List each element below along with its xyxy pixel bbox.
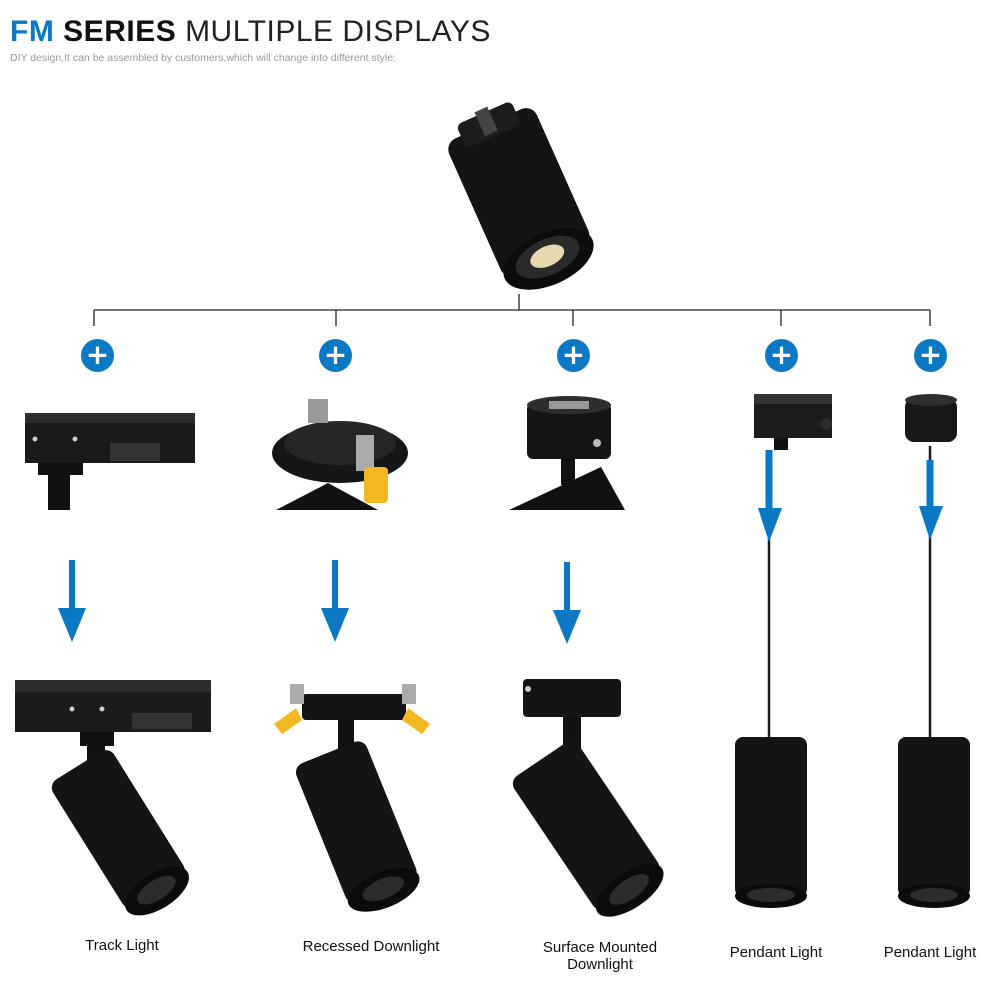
page-title: FM SERIES MULTIPLE DISPLAYS [10,14,491,50]
surface-downlight-image [512,679,664,917]
pendant-cord-arrow-icon [919,446,943,738]
track-light-image [15,680,211,916]
plus-icon: + [319,339,352,372]
pendant-light-image [735,737,807,908]
pendant-light-image [898,737,970,908]
product-label-track-light: Track Light [85,937,159,954]
plus-icon: + [557,339,590,372]
pendant-cord-arrow-icon [758,450,782,738]
product-label-surface-mounted-line2: Downlight [567,956,633,973]
plus-icon: + [81,339,114,372]
title-fm: FM [10,15,55,48]
plus-icon: + [765,339,798,372]
arrow-down-icon [321,560,349,642]
recessed-downlight-image [274,684,430,912]
title-series: SERIES [63,15,177,48]
product-label-surface-mounted-line1: Surface Mounted [542,939,658,956]
arrow-down-icon [58,560,86,642]
recessed-ring-image [272,399,408,510]
product-label-pendant-light-2: Pendant Light [883,944,977,961]
page-subtitle: DIY design,It can be assembled by custom… [10,52,396,64]
spotlight-head-image [448,102,594,290]
title-rest: MULTIPLE DISPLAYS [185,15,491,48]
arrow-down-icon [553,562,581,644]
product-label-pendant-light-1: Pendant Light [729,944,823,961]
tree-connector [93,294,931,326]
track-adapter-image [25,413,195,510]
product-label-recessed-downlight: Recessed Downlight [302,938,440,955]
surface-canopy-image [509,396,625,510]
pendant-adapter-image [754,394,832,450]
pendant-canopy-image [905,394,957,442]
plus-icon: + [914,339,947,372]
